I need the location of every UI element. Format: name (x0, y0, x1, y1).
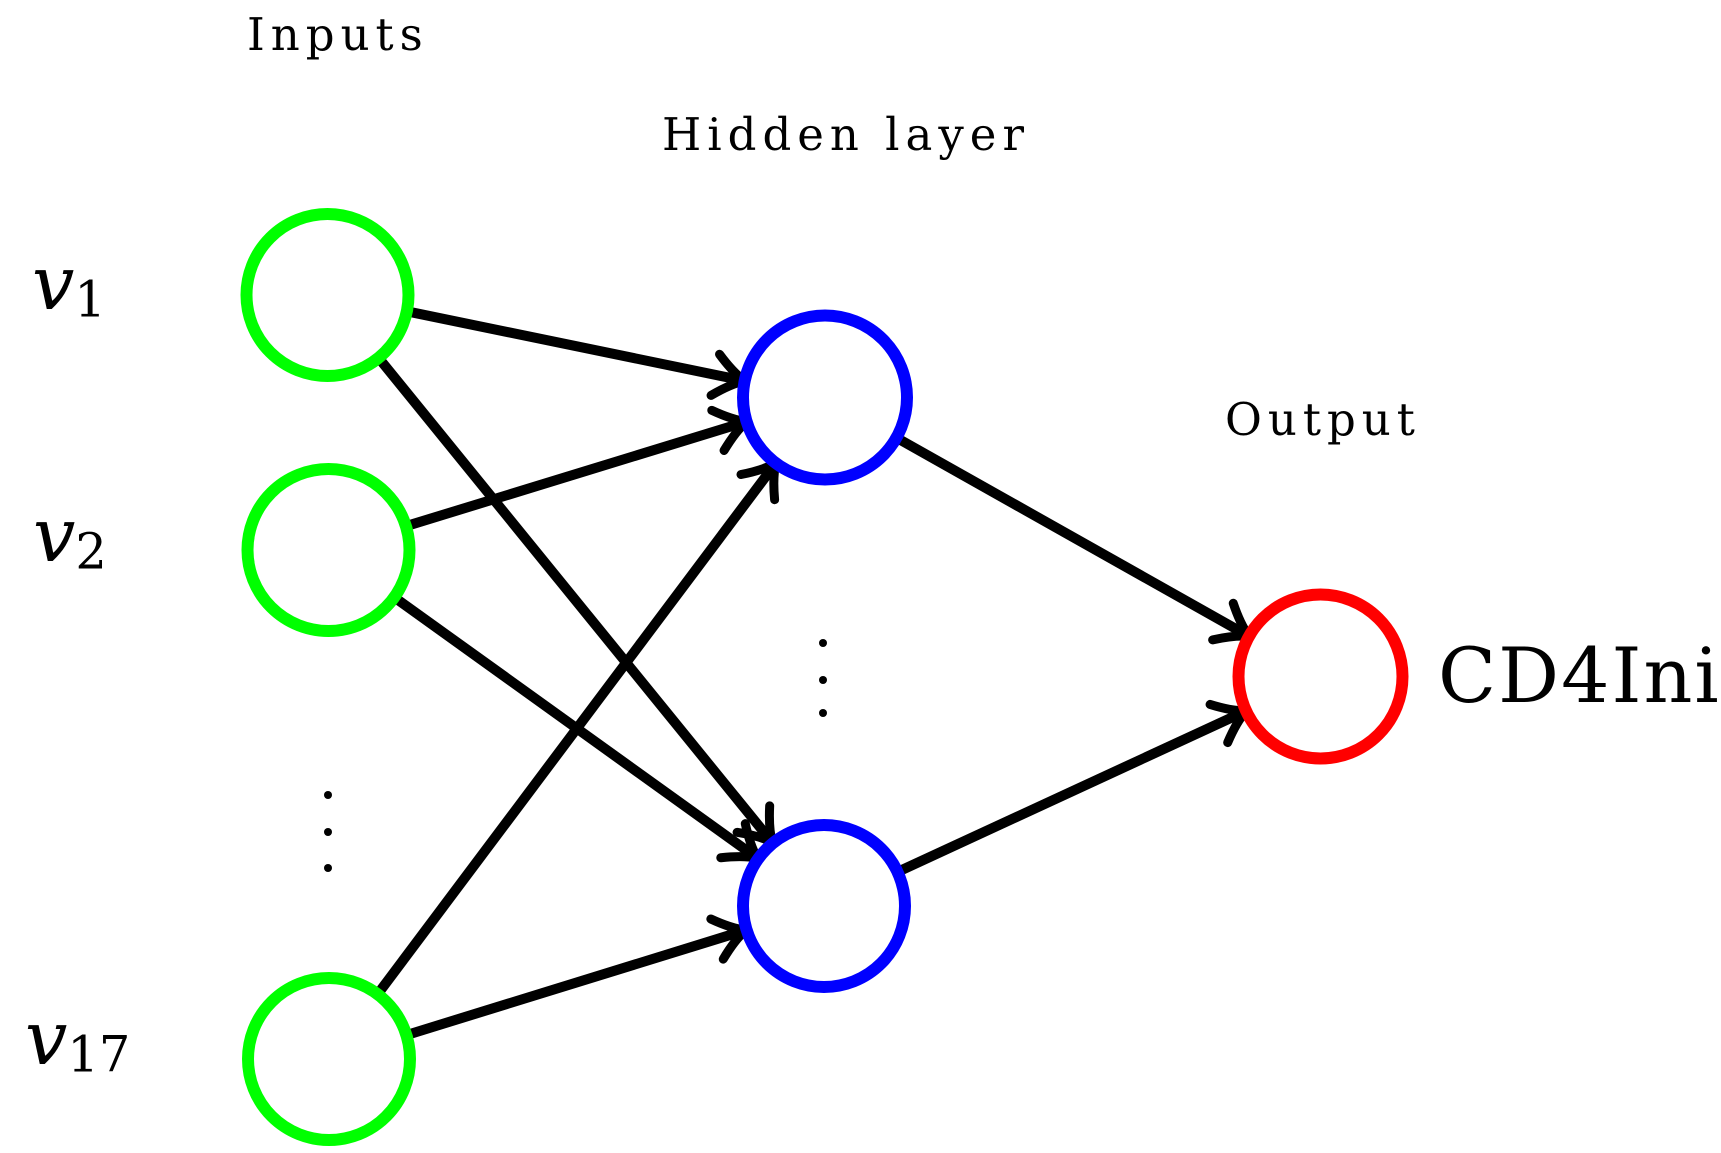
ellipsis-dot (324, 864, 332, 872)
edge-v2-hidden2 (391, 593, 757, 858)
input-node-v1 (240, 208, 415, 382)
edge-v2-hidden1 (404, 422, 747, 531)
ellipsis-dot (819, 709, 827, 717)
variable-subscript: 1 (74, 270, 106, 329)
ellipsis-dot (819, 639, 827, 647)
input-node-label-v1: v1 (32, 246, 106, 325)
edge-v1-hidden2 (374, 354, 773, 843)
input-layer-ellipsis (324, 791, 332, 872)
output-node (1232, 588, 1409, 765)
output-label: Output (1225, 393, 1421, 446)
ellipsis-dot (324, 828, 332, 836)
node-group (240, 208, 1409, 1146)
variable-name: v (32, 239, 75, 327)
input-node-v17 (242, 972, 416, 1146)
ellipsis-dot (324, 791, 332, 799)
inputs-label: Inputs (247, 8, 429, 61)
input-node-label-v2: v2 (33, 498, 107, 577)
variable-name: v (33, 491, 76, 579)
edge-v1-hidden1 (405, 306, 745, 381)
variable-name: v (25, 994, 68, 1082)
hidden-node-2 (737, 819, 911, 993)
hidden-layer-ellipsis (819, 639, 827, 717)
edge-hidden2-output (896, 711, 1246, 877)
edge-v17-hidden2 (404, 930, 745, 1040)
hidden-node-1 (737, 309, 913, 486)
ellipsis-dot (819, 676, 827, 684)
input-node-label-v17: v17 (25, 1001, 130, 1080)
variable-subscript: 2 (75, 522, 107, 581)
variable-subscript: 17 (67, 1025, 131, 1084)
edge-group (373, 306, 1250, 1040)
output-node-label: CD4Ini (1438, 631, 1721, 720)
edge-hidden1-output (893, 433, 1249, 637)
input-node-v2 (241, 463, 416, 637)
hidden-layer-label: Hidden layer (662, 108, 1030, 161)
